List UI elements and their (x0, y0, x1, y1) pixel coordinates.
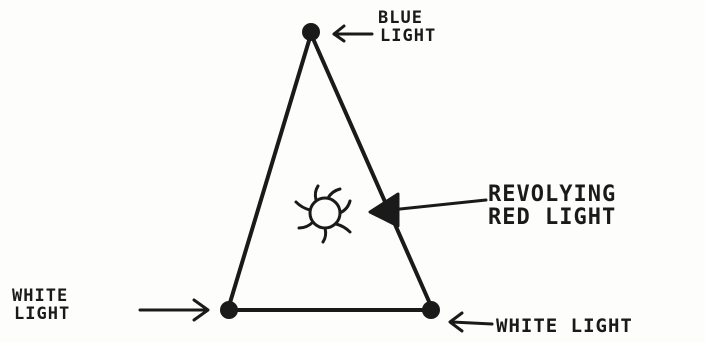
revolving-red-light-label: REVOLYING RED LIGHT (488, 183, 616, 229)
blue-light-label-line2: LIGHT (380, 28, 436, 46)
edge-right (311, 34, 431, 306)
white-light-right-label: WHITE LIGHT (496, 317, 633, 337)
edge-left (229, 34, 311, 306)
white-light-left-line2: LIGHT (14, 306, 70, 324)
bottom-left-vertex-dot (220, 301, 238, 319)
top-vertex-dot (302, 23, 320, 41)
revolving-light-icon (296, 186, 350, 242)
revolving-label-line1: REVOLYING (488, 183, 616, 206)
white-light-right-arrow (450, 313, 492, 331)
white-light-left-arrow (140, 300, 208, 320)
revolving-light-arrow (370, 194, 486, 226)
bottom-right-vertex-dot (422, 301, 440, 319)
revolving-label-line2: RED LIGHT (488, 206, 616, 229)
blue-light-label: BLUE LIGHT (378, 10, 436, 46)
white-light-left-label: WHITE LIGHT (12, 288, 70, 324)
blue-light-arrow (334, 26, 372, 41)
